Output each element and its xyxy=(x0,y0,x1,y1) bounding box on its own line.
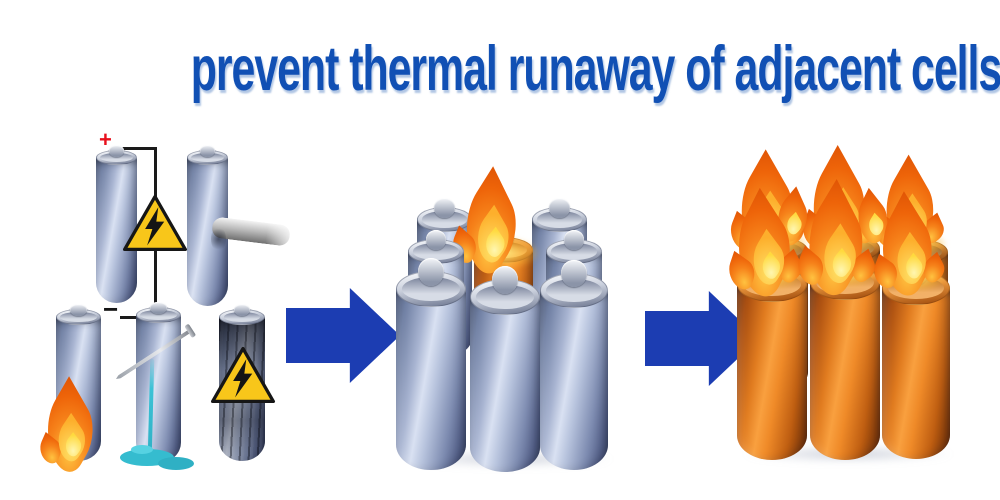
battery-cell-on-fire xyxy=(737,254,807,460)
battery-top-ring xyxy=(100,152,133,163)
battery-cell-punctured xyxy=(136,301,181,463)
battery-body xyxy=(810,282,880,460)
battery-cell-short-circuit xyxy=(96,145,137,303)
page-title-text: prevent thermal runaway of adjacent cell… xyxy=(190,34,1000,104)
battery-terminal-nub xyxy=(492,265,518,294)
electric-hazard-triangle-icon xyxy=(210,346,276,404)
battery-cell xyxy=(540,260,608,470)
battery-top-ring xyxy=(223,312,261,322)
flame-icon xyxy=(448,144,547,289)
lightning-bolt-icon xyxy=(145,207,165,246)
battery-cell-on-fire xyxy=(810,252,880,460)
battery-top-ring xyxy=(476,285,534,309)
positive-terminal-label: + xyxy=(99,127,112,152)
battery-top xyxy=(408,230,464,264)
battery-body xyxy=(737,284,807,460)
battery-top xyxy=(417,198,472,232)
battery-top xyxy=(187,145,228,165)
flame-icon xyxy=(36,356,112,486)
battery-top-ring xyxy=(402,277,460,301)
flame-icon xyxy=(793,159,883,312)
battery-body xyxy=(96,157,137,303)
battery-body xyxy=(882,288,950,459)
battery-top xyxy=(96,145,137,165)
crush-dent xyxy=(211,226,226,252)
battery-body xyxy=(540,290,608,470)
right-arrow-icon xyxy=(286,288,400,383)
battery-top-ring xyxy=(422,211,467,228)
battery-cell xyxy=(470,265,540,472)
battery-top-ring xyxy=(60,312,97,322)
battery-terminal-nub xyxy=(563,230,585,250)
battery-top-ring xyxy=(551,243,597,260)
electrolyte-puddle xyxy=(131,445,153,454)
electric-hazard-triangle-icon xyxy=(122,194,188,252)
battery-terminal-nub xyxy=(425,230,447,250)
battery-top xyxy=(396,257,466,307)
battery-cell xyxy=(396,257,466,470)
flame-icon xyxy=(870,167,949,311)
electrolyte-puddle xyxy=(158,457,194,470)
battery-top-ring xyxy=(413,243,459,260)
battery-top-ring xyxy=(191,152,224,163)
battery-top xyxy=(136,301,181,323)
battery-terminal-nub xyxy=(233,303,251,317)
page-title: prevent thermal runaway of adjacent cell… xyxy=(0,33,1000,105)
battery-top-ring xyxy=(140,310,177,320)
battery-terminal-nub xyxy=(200,145,215,157)
battery-top xyxy=(540,260,608,308)
battery-terminal-nub xyxy=(418,257,444,286)
battery-top xyxy=(532,198,587,232)
battery-top xyxy=(470,265,540,315)
battery-top xyxy=(56,303,101,325)
battery-body xyxy=(396,289,466,470)
battery-terminal-nub xyxy=(561,260,587,288)
battery-top-ring xyxy=(546,278,602,303)
battery-terminal-nub xyxy=(109,145,124,157)
lightning-bolt-icon xyxy=(233,359,253,398)
battery-terminal-nub xyxy=(549,198,570,218)
battery-top-ring xyxy=(537,211,582,228)
battery-terminal-nub xyxy=(434,198,455,218)
battery-cell-on-fire xyxy=(882,258,950,459)
battery-top xyxy=(219,303,265,325)
battery-terminal-nub xyxy=(150,301,167,315)
battery-body xyxy=(470,297,540,472)
battery-terminal-nub xyxy=(70,303,87,317)
